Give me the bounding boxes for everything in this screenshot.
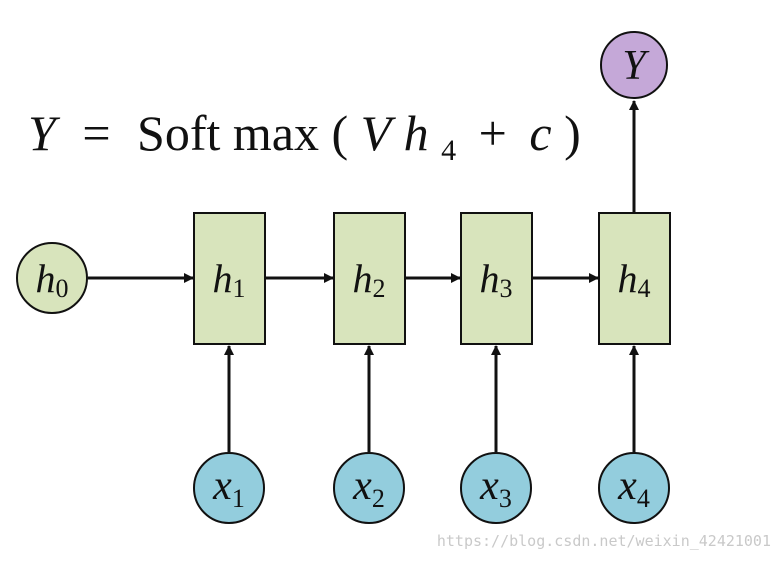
hidden-state-letter: h [213,256,233,301]
svg-text:x3: x3 [479,463,512,513]
hidden-state-subscript: 1 [233,274,246,303]
formula-plus: + [479,105,507,161]
hidden-state-letter: h [353,256,373,301]
output-node: Y [600,31,668,99]
hidden-state-letter: h [618,256,638,301]
hidden-state-subscript: 2 [373,274,386,303]
svg-text:h0: h0 [36,256,69,303]
input-letter: x [212,463,232,509]
formula-lhs: Y [28,105,61,161]
hidden-state-node-2: h2 [333,212,406,345]
formula-bias: c [529,105,551,161]
svg-text:h3: h3 [480,256,513,303]
softmax-formula: Y = Soft max ( V h 4 + c ) [28,105,581,171]
input-letter: x [617,463,637,509]
input-node-3: x3 [460,452,532,524]
hidden-state-letter: h [480,256,500,301]
hidden-state-node-4: h4 [598,212,671,345]
svg-text:x4: x4 [617,463,650,513]
svg-text:x2: x2 [352,463,385,513]
svg-text:h4: h4 [618,256,651,303]
formula-close-paren: ) [564,105,581,161]
hidden-state-node-1: h1 [193,212,266,345]
formula-hidden-subscript: 4 [441,134,456,167]
formula-open-paren: ( [331,105,348,161]
input-subscript: 2 [372,484,385,513]
input-node-2: x2 [333,452,405,524]
formula-equals: = [82,105,110,161]
formula-weight: V [361,105,397,161]
input-letter: x [479,463,499,509]
formula-hidden: h [404,105,429,161]
svg-text:h1: h1 [213,256,246,303]
input-subscript: 3 [499,484,512,513]
hidden-state-subscript: 4 [638,274,651,303]
input-node-1: x1 [193,452,265,524]
svg-text:x1: x1 [212,463,245,513]
output-letter: Y [622,43,650,89]
input-subscript: 4 [637,484,650,513]
hidden-state-subscript: 3 [500,274,513,303]
initial-state-node: h0 [16,242,88,314]
hidden-state-node-3: h3 [460,212,533,345]
initial-state-subscript: 0 [56,274,69,303]
watermark-text: https://blog.csdn.net/weixin_42421001 [437,532,771,550]
input-node-4: x4 [598,452,670,524]
initial-state-letter: h [36,256,56,301]
input-subscript: 1 [232,484,245,513]
input-letter: x [352,463,372,509]
formula-function: Soft max [137,105,319,161]
svg-text:h2: h2 [353,256,386,303]
